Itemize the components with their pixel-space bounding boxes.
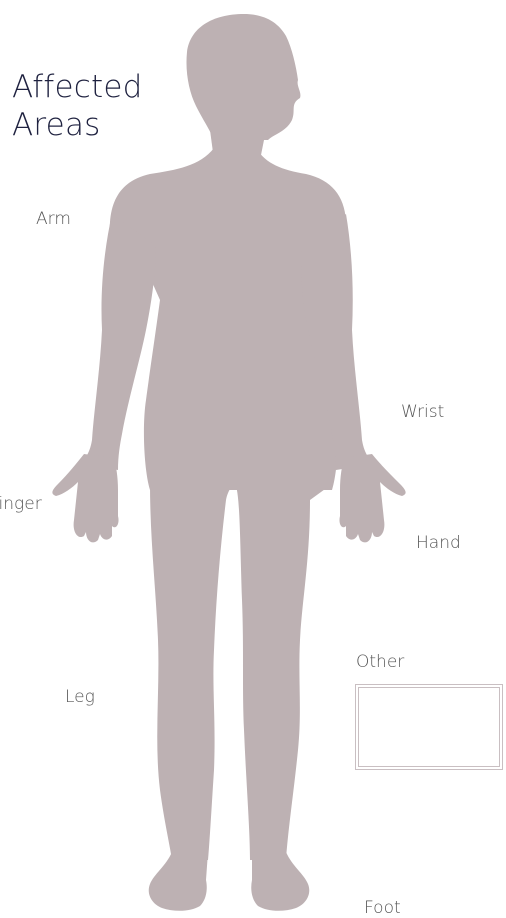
legs-region [150, 484, 332, 860]
head-region [186, 14, 300, 140]
label-finger[interactable]: Finger [0, 494, 42, 514]
hand-right-region [339, 454, 405, 542]
hand-left-region [52, 454, 118, 542]
foot-right-region [251, 852, 309, 911]
label-foot[interactable]: Foot [364, 898, 401, 918]
foot-left-region [149, 852, 208, 911]
label-wrist[interactable]: Wrist [401, 402, 444, 422]
other-input-box [355, 684, 503, 770]
label-other[interactable]: Other [356, 652, 404, 672]
label-leg[interactable]: Leg [65, 687, 95, 707]
label-arm[interactable]: Arm [36, 209, 71, 229]
other-input[interactable] [358, 687, 500, 767]
label-hand[interactable]: Hand [416, 533, 461, 553]
